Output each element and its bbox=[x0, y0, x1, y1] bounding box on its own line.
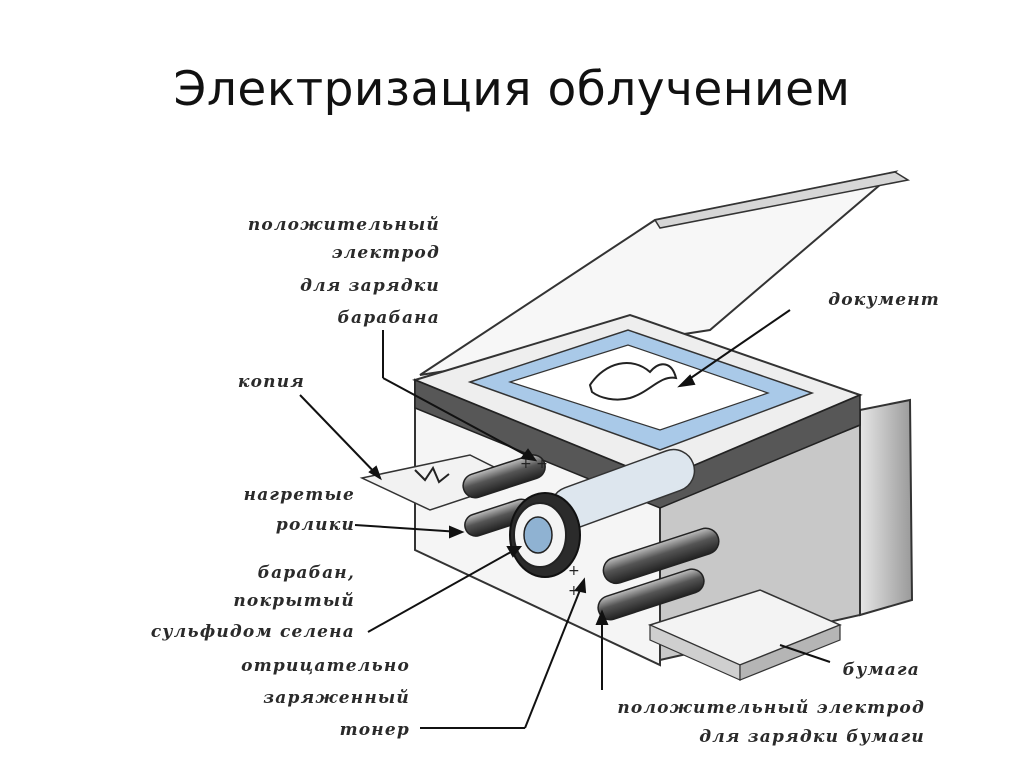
label-pos-electrode-drum-1: положительный bbox=[248, 215, 440, 235]
label-drum-2: покрытый bbox=[233, 591, 355, 611]
label-pos-electrode-drum-2: электрод bbox=[332, 243, 440, 263]
paper-stack bbox=[647, 589, 842, 681]
label-toner-3: тонер bbox=[340, 720, 410, 740]
label-pos-electrode-paper-1: положительный электрод bbox=[617, 698, 925, 718]
svg-text:+: + bbox=[568, 563, 580, 579]
label-drum-3: сульфидом селена bbox=[151, 622, 355, 642]
label-toner-1: отрицательно bbox=[241, 656, 410, 676]
label-heated-rollers-1: нагретые bbox=[244, 485, 355, 505]
label-pos-electrode-paper-2: для зарядки бумаги bbox=[699, 727, 925, 747]
drum bbox=[509, 448, 696, 578]
paper-rollers bbox=[597, 527, 720, 621]
leader-lines bbox=[299, 309, 831, 729]
glass-plate bbox=[412, 313, 863, 482]
label-heated-rollers-2: ролики bbox=[276, 515, 355, 535]
label-document: документ bbox=[828, 290, 940, 310]
label-toner-2: заряженный bbox=[263, 688, 410, 708]
svg-text:+ +: + + bbox=[520, 456, 548, 472]
slide-title: Электризация облучением bbox=[173, 62, 851, 117]
body-right-side bbox=[859, 398, 914, 617]
label-pos-electrode-drum-3: для зарядки bbox=[300, 276, 440, 296]
label-paper: бумага bbox=[843, 660, 920, 680]
svg-text:+: + bbox=[568, 583, 580, 599]
copier-lid bbox=[419, 170, 911, 376]
label-copy: копия bbox=[238, 372, 305, 392]
label-drum-1: барабан, bbox=[258, 563, 355, 583]
label-pos-electrode-drum-4: барабана bbox=[338, 308, 441, 328]
